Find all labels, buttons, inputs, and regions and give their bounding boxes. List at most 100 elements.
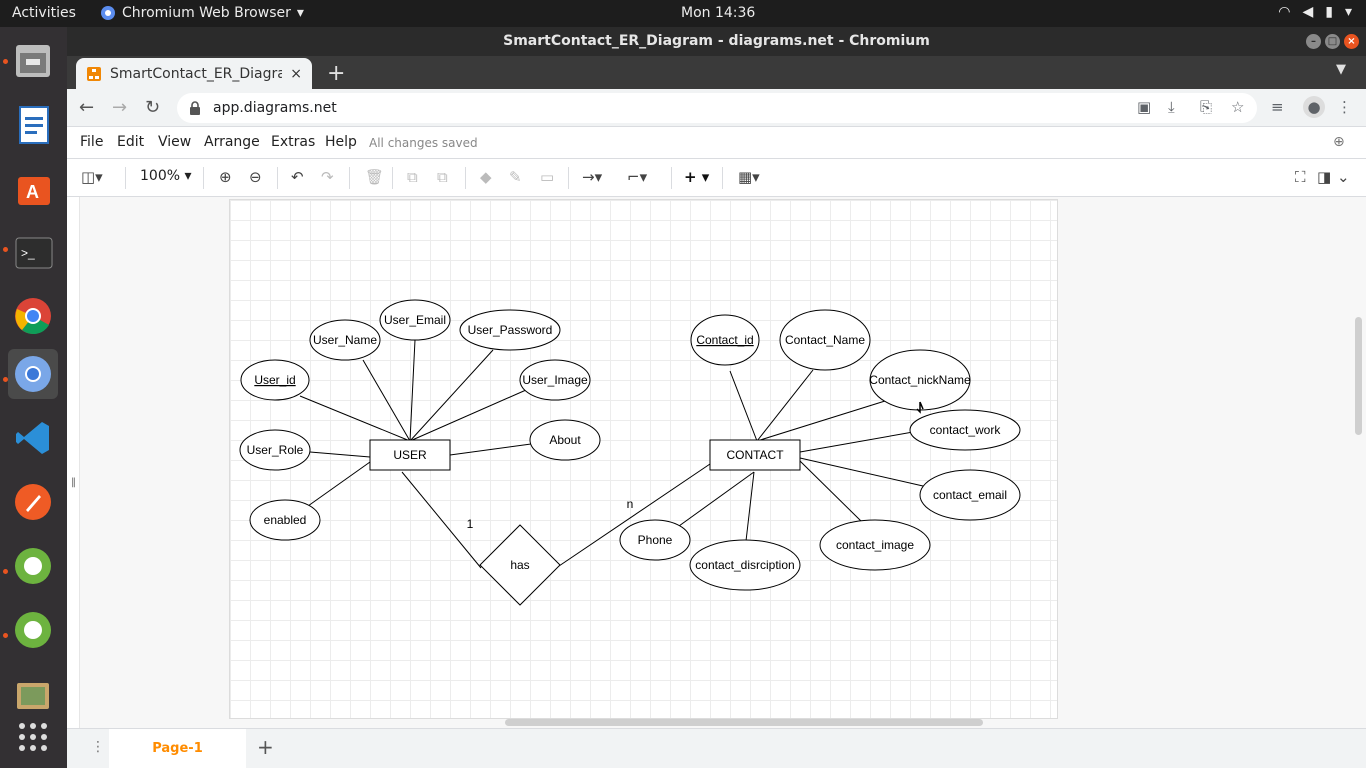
diagram-page[interactable]: USER CONTACT has 1 n User_id User_Name U… (229, 199, 1058, 719)
attr-contact-phone-label: Phone (638, 533, 673, 547)
zoom-out-icon[interactable]: ⊖ (249, 168, 262, 186)
drawio-menubar: File Edit View Arrange Extras Help All c… (67, 127, 1366, 159)
activities-button[interactable]: Activities (12, 5, 76, 21)
fill-color-icon[interactable]: ◆ (480, 168, 492, 186)
add-page-button[interactable]: + (257, 735, 274, 759)
vertical-scrollbar[interactable] (1355, 317, 1362, 435)
bookmark-star-icon[interactable]: ☆ (1231, 98, 1245, 116)
attr-user-name[interactable] (309, 319, 381, 361)
spring-tool-icon[interactable] (8, 541, 58, 591)
attr-user-password[interactable] (459, 309, 561, 351)
software-center-icon[interactable]: A (8, 163, 58, 213)
clipboard-icon[interactable]: ▣ (1137, 98, 1152, 116)
attr-user-enabled-label: enabled (264, 513, 307, 527)
close-button[interactable]: × (1344, 34, 1359, 49)
files-icon[interactable] (8, 35, 58, 85)
menu-edit[interactable]: Edit (117, 134, 145, 150)
forward-icon[interactable]: → (112, 97, 128, 118)
minimize-button[interactable]: – (1306, 34, 1321, 49)
share-icon[interactable]: ⎘ (1200, 98, 1213, 116)
canvas-area[interactable]: ‖ (67, 197, 1366, 728)
profile-avatar-icon[interactable]: ● (1303, 96, 1325, 118)
menu-help[interactable]: Help (325, 134, 357, 150)
attr-user-role[interactable] (239, 429, 311, 471)
attr-contact-id[interactable] (690, 314, 760, 366)
back-icon[interactable]: ← (79, 97, 95, 118)
line-color-icon[interactable]: ✎ (509, 168, 522, 186)
app-grid-icon[interactable] (8, 712, 58, 762)
tab-strip: SmartContact_ER_Diagram - diagrams.net ×… (67, 56, 1366, 89)
zoom-in-icon[interactable]: ⊕ (219, 168, 232, 186)
menu-view[interactable]: View (158, 134, 192, 150)
terminal-icon[interactable]: >_ (8, 227, 58, 277)
attr-user-about[interactable] (529, 419, 601, 461)
spring-tool-icon[interactable] (8, 605, 58, 655)
install-icon[interactable]: ⤓ (1168, 98, 1175, 116)
drawio-toolbar: ◫▾ 100% ▾ ⊕ ⊖ ↶ ↷ 🗑 ⧉ ⧉ ◆ ✎ ▭ →▾ ⌐▾ + ▾ … (67, 159, 1366, 197)
attr-contact-email-label: contact_email (933, 488, 1007, 502)
attr-contact-phone[interactable] (619, 519, 691, 561)
attr-contact-email[interactable] (919, 469, 1021, 521)
attr-contact-name[interactable] (779, 309, 871, 371)
to-front-icon[interactable]: ⧉ (407, 168, 418, 186)
image-viewer-icon[interactable] (8, 667, 58, 717)
maximize-button[interactable]: □ (1325, 34, 1340, 49)
to-back-icon[interactable]: ⧉ (437, 168, 448, 186)
attr-user-image[interactable] (519, 359, 591, 401)
cardinality-contact: n (627, 497, 634, 511)
attr-contact-description[interactable] (689, 539, 801, 591)
battery-icon: ▮ (1325, 4, 1333, 20)
browser-tab[interactable]: SmartContact_ER_Diagram - diagrams.net × (76, 58, 312, 89)
redo-icon[interactable]: ↷ (321, 168, 334, 186)
vscode-icon[interactable] (8, 413, 58, 463)
url-text: app.diagrams.net (213, 100, 337, 116)
attr-user-id[interactable] (240, 359, 310, 401)
connection-style-icon[interactable]: →▾ (582, 168, 603, 186)
page-tab-page-1[interactable]: Page-1 (109, 729, 246, 768)
toggle-panel-icon[interactable]: ◨ (1317, 168, 1332, 186)
fullscreen-icon[interactable]: ⛶ (1295, 168, 1306, 186)
close-tab-icon[interactable]: × (290, 65, 302, 82)
has-relationship[interactable] (479, 524, 561, 606)
insert-icon[interactable]: + ▾ (684, 168, 710, 186)
attr-contact-work[interactable] (909, 409, 1021, 451)
horizontal-scrollbar[interactable] (505, 719, 983, 726)
system-tray[interactable]: ◠ ◀ ▮ ▾ (1278, 4, 1352, 20)
pages-menu-icon[interactable]: ⋮ (91, 739, 105, 755)
attr-contact-image[interactable] (819, 519, 931, 571)
tab-search-button[interactable]: ▼ (1336, 62, 1346, 77)
chrome-icon[interactable] (8, 291, 58, 341)
er-diagram[interactable]: USER CONTACT has 1 n User_id User_Name U… (230, 200, 1059, 720)
reload-icon[interactable]: ↻ (145, 97, 161, 118)
app-menu[interactable]: Chromium Web Browser ▾ (100, 5, 304, 21)
undo-icon[interactable]: ↶ (291, 168, 304, 186)
shadow-icon[interactable]: ▭ (540, 168, 555, 186)
chromium-icon[interactable] (8, 349, 58, 399)
language-globe-icon[interactable]: ⊕ (1333, 134, 1345, 150)
clock[interactable]: Mon 14:36 (681, 5, 756, 21)
waypoints-icon[interactable]: ⌐▾ (627, 168, 648, 186)
omnibox[interactable]: app.diagrams.net (177, 93, 1257, 123)
zoom-dropdown[interactable]: 100% ▾ (140, 168, 192, 184)
wifi-icon: ◠ (1278, 4, 1291, 20)
menu-file[interactable]: File (80, 134, 104, 150)
save-status[interactable]: All changes saved (369, 136, 478, 150)
contact-entity[interactable] (709, 439, 801, 471)
reading-list-icon[interactable]: ≡ (1271, 98, 1284, 116)
new-tab-button[interactable]: + (327, 61, 346, 86)
writer-icon[interactable] (8, 99, 58, 149)
postman-icon[interactable] (8, 477, 58, 527)
table-icon[interactable]: ▦▾ (738, 168, 760, 186)
dock: A >_ (0, 27, 67, 768)
format-panel-icon[interactable]: ◫▾ (81, 168, 103, 186)
kebab-menu-icon[interactable]: ⋮ (1337, 98, 1352, 116)
connector-lines (299, 339, 924, 569)
menu-arrange[interactable]: Arrange (204, 134, 260, 150)
user-entity[interactable] (369, 439, 451, 471)
attr-user-enabled[interactable] (249, 499, 321, 541)
shapes-panel-handle[interactable]: ‖ (67, 197, 80, 728)
menu-extras[interactable]: Extras (271, 134, 316, 150)
attr-user-email[interactable] (379, 299, 451, 341)
delete-icon[interactable]: 🗑 (365, 168, 385, 186)
collapse-icon[interactable]: ⌄ (1337, 168, 1350, 186)
